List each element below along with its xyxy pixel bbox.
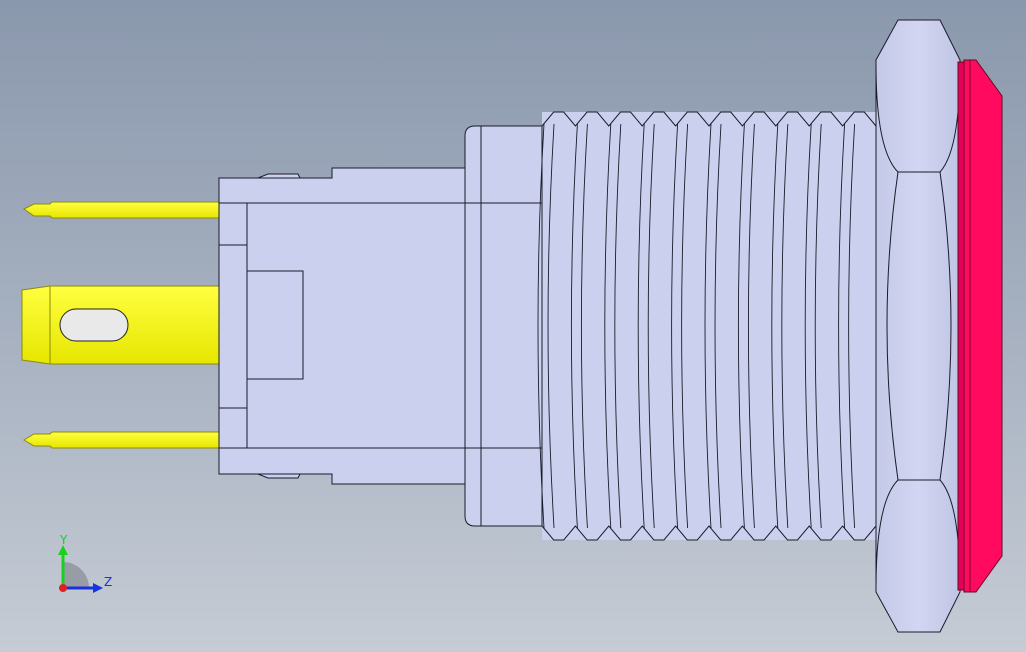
thread-line (537, 123, 545, 529)
terminal-pin-main (21, 285, 220, 365)
thread-line (747, 123, 755, 529)
thread-crest-bottom (541, 525, 877, 541)
thread-line (737, 123, 745, 529)
thread-line (647, 123, 655, 529)
rear-housing (218, 167, 466, 485)
thread-crest-top (541, 111, 877, 127)
thread-line (604, 123, 612, 529)
thread-line (714, 123, 722, 529)
lens-cap (957, 59, 1003, 593)
hex-nut (875, 19, 961, 633)
triad-quadrant (63, 562, 89, 588)
thread-line (570, 123, 578, 529)
push-button-switch-model (21, 19, 1003, 633)
collar-body (464, 125, 543, 527)
thread-line (681, 123, 689, 529)
thread-line (838, 123, 846, 529)
thread-line (848, 123, 856, 529)
thread-line (814, 123, 822, 529)
threaded-bushing (537, 111, 877, 541)
thread-line (671, 123, 679, 529)
thread-line (547, 123, 555, 529)
y-axis-label: Y (59, 533, 68, 547)
thread-line (614, 123, 622, 529)
thread-line (781, 123, 789, 529)
thread-line (580, 123, 588, 529)
thread-line (804, 123, 812, 529)
triad-origin (59, 584, 67, 592)
thread-line (637, 123, 645, 529)
z-axis-label: Z (104, 575, 112, 589)
thread-line (704, 123, 712, 529)
thread-line (771, 123, 779, 529)
